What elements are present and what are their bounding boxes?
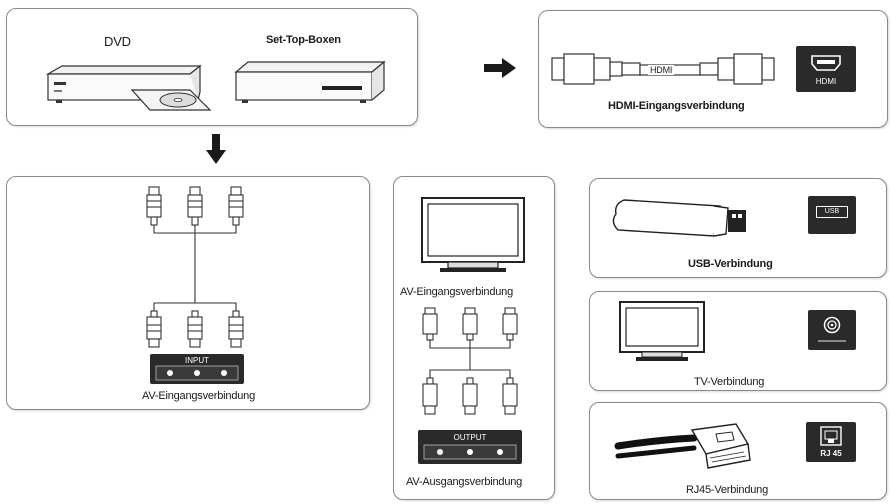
av-output-caption: AV-Ausgangsverbindung: [406, 476, 523, 488]
stb-label: Set-Top-Boxen: [266, 34, 341, 46]
av-input-caption: AV-Eingangsverbindung: [142, 390, 256, 402]
av-output-top-caption: AV-Eingangsverbindung: [400, 286, 514, 298]
usb-port-icon: USB: [808, 196, 856, 234]
rj45-port-icon: RJ 45: [806, 422, 856, 462]
av-input-jack-panel: INPUT: [150, 354, 244, 384]
hdmi-port-label: HDMI: [815, 77, 837, 86]
tv-icon: [619, 301, 705, 361]
usb-stick-icon: [612, 199, 746, 237]
av-input-panel-label: INPUT: [185, 356, 209, 365]
av-output-rca-cable-icon: [422, 307, 518, 415]
tv-antenna-port-icon: [808, 310, 856, 350]
tv-monitor-icon: [421, 197, 525, 272]
rj45-port-label: RJ 45: [820, 449, 842, 458]
hdmi-port-icon: HDMI: [796, 46, 856, 92]
hdmi-cable-label: HDMI: [648, 65, 675, 75]
hdmi-caption: HDMI-Eingangsverbindung: [608, 100, 745, 112]
usb-port-label: USB: [824, 208, 840, 215]
arrow-down-icon: [206, 134, 226, 164]
usb-caption: USB-Verbindung: [688, 258, 773, 270]
rj45-caption: RJ45-Verbindung: [686, 484, 769, 496]
tv-caption: TV-Verbindung: [694, 376, 765, 388]
rj45-cable-icon: [614, 423, 751, 469]
av-output-panel-label: OUTPUT: [453, 433, 487, 442]
dvd-label: DVD: [104, 34, 131, 49]
av-output-jack-panel: OUTPUT: [418, 430, 522, 464]
av-rca-cable-icon: [146, 186, 244, 348]
set-top-box-icon: [234, 60, 386, 103]
dvd-player-icon: [45, 64, 212, 111]
arrow-right-icon: [484, 58, 516, 78]
